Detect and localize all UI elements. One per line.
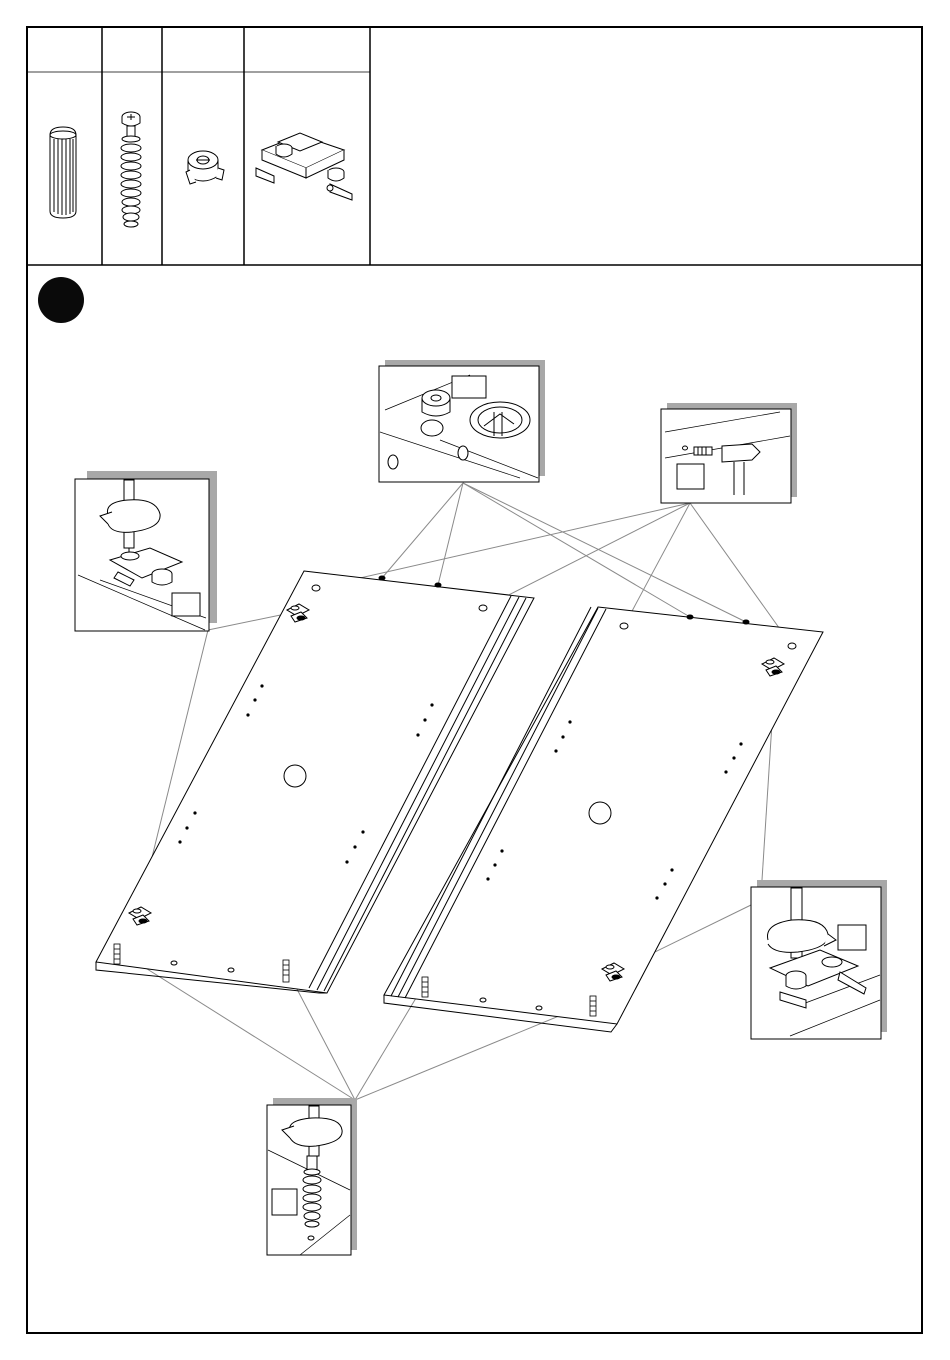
cam-lock-icon: [186, 151, 224, 184]
dowel-icon: [50, 127, 76, 218]
callout-cam-bolt: [267, 1098, 357, 1255]
callout-cam-lock: [379, 360, 545, 482]
cam-bolt-icon: [121, 112, 141, 227]
step-number-badge: [38, 277, 84, 323]
hardware-header: [27, 27, 922, 265]
callout-dowel: [661, 403, 797, 503]
callout-plate-right: [751, 880, 887, 1039]
hinge-plate-icon: [256, 133, 352, 200]
callout-plate-left: [75, 471, 217, 631]
